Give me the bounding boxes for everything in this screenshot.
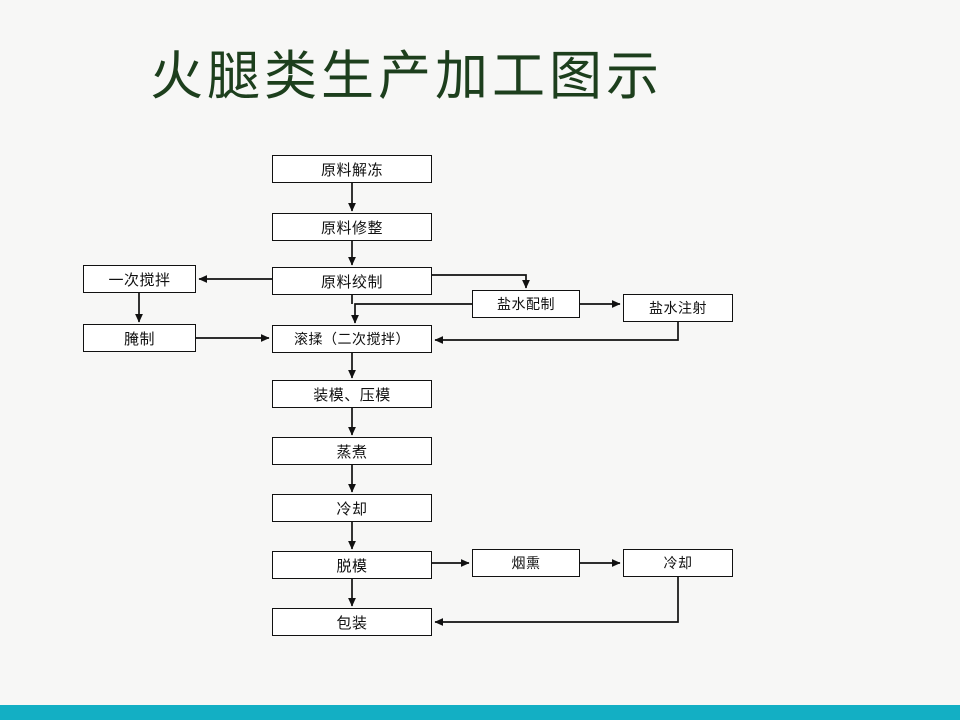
connector-group	[135, 183, 679, 626]
node-label: 烟熏	[511, 556, 541, 572]
node-label: 原料解冻	[320, 160, 383, 179]
node-label: 原料绞制	[320, 272, 383, 291]
node-thaw[interactable]: 原料解冻	[272, 155, 432, 183]
node-label: 脱模	[336, 556, 368, 575]
node-label: 蒸煮	[336, 442, 368, 461]
node-label: 包装	[336, 613, 368, 632]
node-label: 腌制	[123, 329, 155, 348]
node-cooling-2[interactable]: 冷却	[623, 549, 733, 577]
node-demolding[interactable]: 脱模	[272, 551, 432, 579]
node-packaging[interactable]: 包装	[272, 608, 432, 636]
node-label: 冷却	[663, 556, 693, 572]
node-label: 装模、压模	[313, 385, 391, 404]
edge-cool2-pack	[434, 577, 679, 626]
node-brine-preparation[interactable]: 盐水配制	[472, 290, 580, 318]
node-smoking[interactable]: 烟熏	[472, 549, 580, 577]
node-label: 滚揉（二次搅拌）	[294, 332, 410, 348]
node-label: 一次搅拌	[108, 270, 171, 289]
node-grind[interactable]: 原料绞制	[272, 267, 432, 295]
node-molding[interactable]: 装模、压模	[272, 380, 432, 408]
edge-brinemix-tumble	[351, 303, 472, 324]
node-cooling-1[interactable]: 冷却	[272, 494, 432, 522]
node-cooking[interactable]: 蒸煮	[272, 437, 432, 465]
node-trim[interactable]: 原料修整	[272, 213, 432, 241]
node-curing[interactable]: 腌制	[83, 324, 196, 352]
node-first-mixing[interactable]: 一次搅拌	[83, 265, 196, 293]
node-label: 原料修整	[320, 218, 383, 237]
node-label: 盐水配制	[497, 297, 555, 313]
page-title: 火腿类生产加工图示	[150, 46, 663, 107]
accent-bar	[0, 705, 960, 720]
node-brine-injection[interactable]: 盐水注射	[623, 294, 733, 322]
node-label: 盐水注射	[649, 301, 707, 317]
edge-grind-brinemix	[432, 274, 530, 289]
node-label: 冷却	[336, 499, 368, 518]
node-tumbling[interactable]: 滚揉（二次搅拌）	[272, 325, 432, 353]
edge-inject-tumble	[434, 322, 679, 344]
